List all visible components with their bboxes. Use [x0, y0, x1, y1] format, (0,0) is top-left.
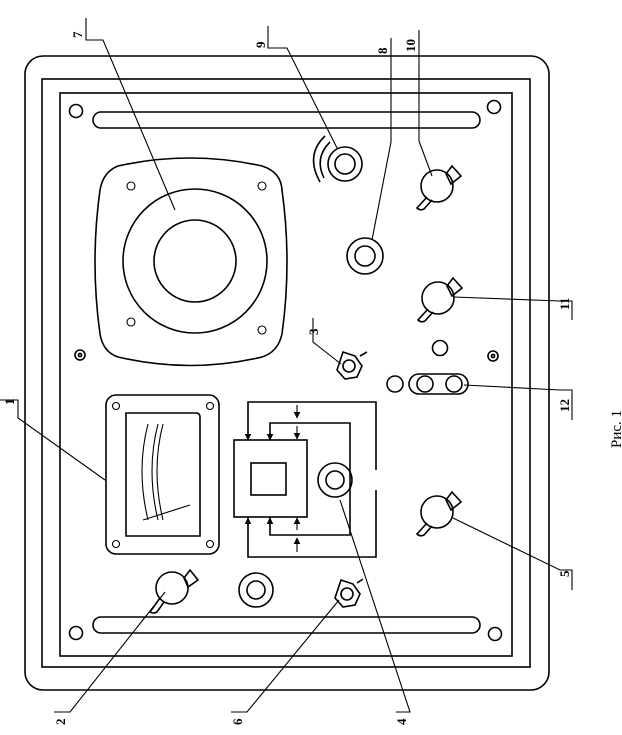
- corner-screws: [68, 99, 503, 642]
- callout-5: 5: [557, 570, 572, 577]
- knob-11: [416, 276, 464, 323]
- jack-9: [312, 135, 363, 183]
- callout-11: 11: [557, 298, 572, 310]
- callout-7: 7: [70, 31, 85, 38]
- callout-4: 4: [394, 718, 409, 725]
- small-marker-holes: [74, 349, 499, 362]
- loudspeaker: [94, 157, 288, 367]
- leader-lines: [0, 18, 573, 713]
- callout-8: 8: [375, 47, 390, 54]
- transformer-block: [233, 401, 377, 558]
- small-hole: [431, 339, 449, 357]
- hex-nut-3: [336, 350, 368, 380]
- callout-labels: 1 2 3 4 5 6 7 8 9 10 11 12: [2, 31, 572, 725]
- panel-frame: [59, 92, 513, 657]
- callout-12: 12: [557, 399, 572, 412]
- callout-2: 2: [53, 719, 68, 726]
- callout-3: 3: [306, 328, 321, 335]
- callout-9: 9: [253, 41, 268, 48]
- bottom-handle: [92, 616, 481, 634]
- knob-5: [415, 490, 463, 537]
- jack-8: [346, 237, 384, 275]
- meter: [105, 394, 220, 555]
- knob-10: [415, 164, 463, 211]
- hex-nut-6: [334, 578, 364, 608]
- knob-2: [148, 568, 200, 614]
- slot-12: [386, 373, 469, 395]
- case-inner-frame: [41, 78, 531, 668]
- figure-caption: Рис. 1: [609, 410, 622, 448]
- callout-10: 10: [403, 39, 418, 52]
- top-handle: [92, 111, 481, 129]
- callout-6: 6: [230, 718, 245, 725]
- jack-bottom: [238, 572, 274, 608]
- callout-1: 1: [2, 399, 17, 406]
- outer-case: [24, 55, 550, 691]
